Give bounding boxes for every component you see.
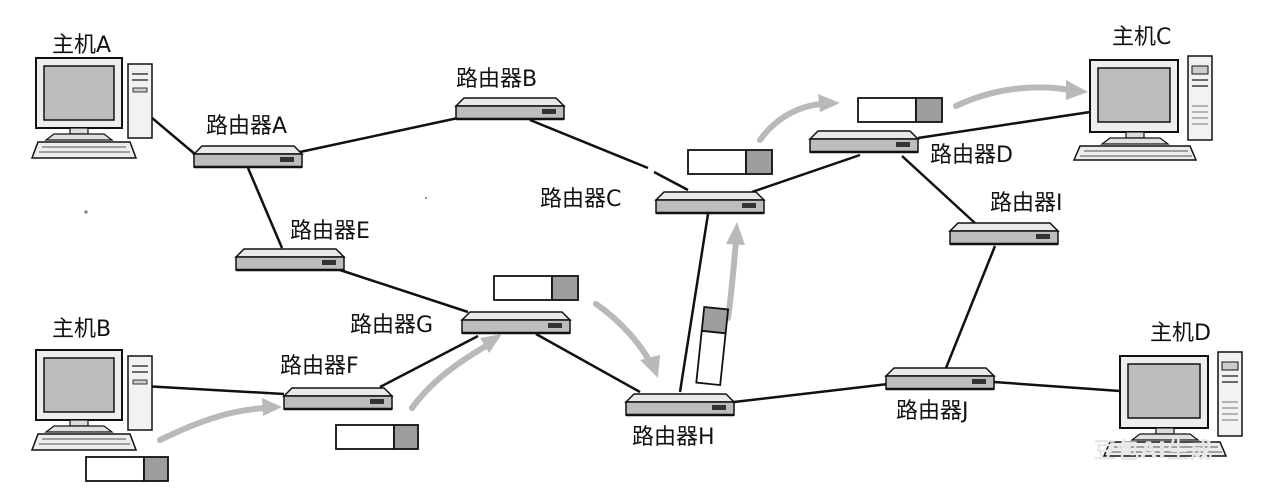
router-icon xyxy=(454,96,566,121)
host-b: 主机B xyxy=(31,317,153,451)
router-icon xyxy=(192,144,304,169)
network-links xyxy=(142,110,1135,404)
host-b-label: 主机B xyxy=(52,317,111,342)
router-h: 路由器H xyxy=(624,392,736,450)
link-host-a-router-a xyxy=(144,111,197,156)
data-packet-icon xyxy=(857,97,943,123)
router-a-label: 路由器A xyxy=(206,114,287,139)
link-router-j-host-d xyxy=(993,380,1135,394)
speckle xyxy=(424,196,428,200)
data-packet-icon xyxy=(493,275,579,301)
link-router-c-router-d xyxy=(751,153,861,194)
watermark-logo: 豆包AI生成 xyxy=(1094,438,1213,464)
desktop-computer-icon xyxy=(31,349,153,451)
path-arrow-icon xyxy=(726,222,745,245)
link-router-i-router-j xyxy=(944,245,997,369)
router-f: 路由器F xyxy=(280,354,394,411)
router-icon xyxy=(624,392,736,417)
router-icon xyxy=(460,310,572,335)
router-h-label: 路由器H xyxy=(632,425,715,450)
path-arrow-icon xyxy=(480,334,502,353)
speckle xyxy=(84,210,88,214)
host-c-label: 主机C xyxy=(1112,25,1171,50)
link-router-b-router-c-2 xyxy=(653,170,689,192)
path-arrow-icon xyxy=(757,101,825,143)
router-d-label: 路由器D xyxy=(930,143,1013,168)
router-a: 路由器A xyxy=(192,114,304,169)
router-b: 路由器B xyxy=(454,67,566,121)
link-router-b-router-c xyxy=(529,118,649,170)
router-icon xyxy=(948,221,1060,246)
router-j-label: 路由器J xyxy=(896,399,969,424)
router-e: 路由器E xyxy=(234,219,370,272)
router-c-label: 路由器C xyxy=(540,187,621,212)
router-icon xyxy=(808,129,920,154)
router-b-label: 路由器B xyxy=(456,67,537,92)
router-g: 路由器G xyxy=(350,310,572,338)
path-arrow-icon xyxy=(593,301,653,365)
link-router-g-router-h xyxy=(535,332,641,394)
router-icon xyxy=(654,190,766,215)
link-router-d-host-c xyxy=(917,110,1091,140)
link-router-a-router-b xyxy=(299,116,459,154)
router-c: 路由器C xyxy=(540,187,766,215)
router-g-label: 路由器G xyxy=(350,313,433,338)
path-arrow-icon xyxy=(1066,80,1088,100)
router-f-label: 路由器F xyxy=(280,354,359,379)
data-packet-icon xyxy=(335,424,419,450)
path-arrow-icon xyxy=(640,355,660,378)
router-i: 路由器I xyxy=(948,191,1063,246)
link-host-b-router-f xyxy=(142,384,285,396)
host-d: 主机D xyxy=(1103,321,1243,457)
path-arrow-icon xyxy=(262,398,282,416)
host-a-label: 主机A xyxy=(52,33,111,58)
link-router-h-router-j xyxy=(733,382,889,404)
link-router-f-router-g xyxy=(379,334,479,389)
router-d: 路由器D xyxy=(808,129,1013,168)
router-i-label: 路由器I xyxy=(990,191,1063,216)
data-packet-icon xyxy=(687,149,773,175)
desktop-computer-icon xyxy=(1073,55,1213,161)
router-e-label: 路由器E xyxy=(290,219,370,244)
link-router-e-router-g xyxy=(339,268,469,314)
packet-flow-arrows xyxy=(157,80,1088,443)
link-router-h-router-c xyxy=(678,213,710,393)
host-a: 主机A xyxy=(31,33,153,159)
path-arrow-icon xyxy=(953,84,1073,109)
path-arrow-icon xyxy=(409,343,489,411)
path-arrow-icon xyxy=(157,405,268,443)
data-packet-icon xyxy=(695,305,730,387)
router-icon xyxy=(884,366,996,391)
router-icon xyxy=(234,247,346,272)
host-d-label: 主机D xyxy=(1150,321,1211,346)
path-arrow-icon xyxy=(725,239,739,321)
data-packet-icon xyxy=(85,456,169,482)
router-j: 路由器J xyxy=(884,366,996,424)
link-router-a-router-e xyxy=(246,167,284,249)
link-router-d-router-i xyxy=(901,155,977,225)
path-arrow-icon xyxy=(818,94,840,112)
host-c: 主机C xyxy=(1073,25,1213,161)
desktop-computer-icon xyxy=(31,57,153,159)
data-packets xyxy=(85,97,943,482)
router-icon xyxy=(282,386,394,411)
